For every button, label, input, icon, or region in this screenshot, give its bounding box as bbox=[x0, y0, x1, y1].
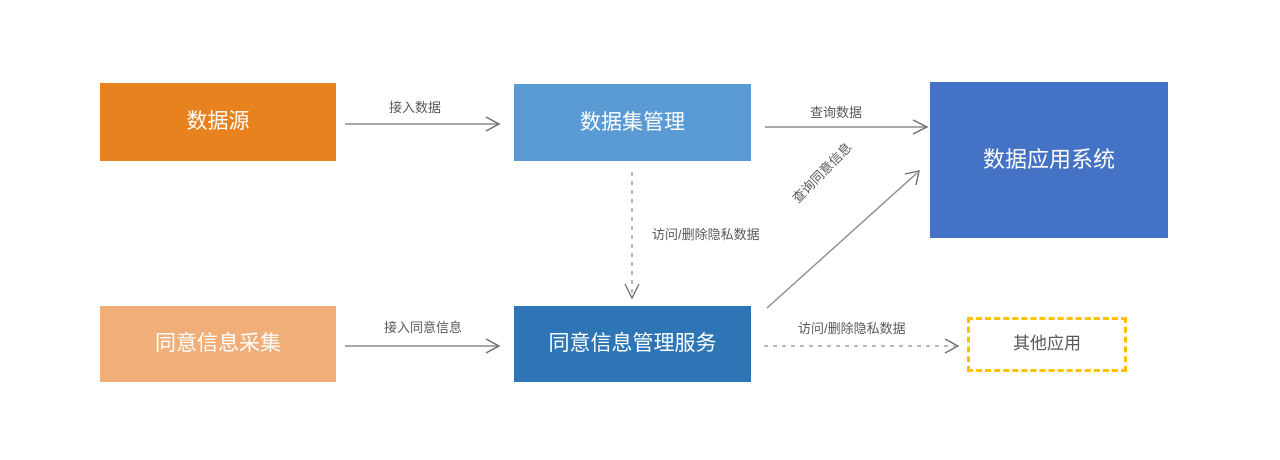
edge-label-access-delete-other: 访问/删除隐私数据 bbox=[798, 321, 906, 336]
node-datasource-label: 数据源 bbox=[186, 110, 250, 134]
node-consent-management-service-label: 同意信息管理服务 bbox=[548, 332, 717, 356]
node-consent-collection-label: 同意信息采集 bbox=[155, 332, 281, 356]
edge-label-access-delete-private: 访问/删除隐私数据 bbox=[652, 227, 760, 242]
edge-label-ingest-consent-info: 接入同意信息 bbox=[384, 320, 463, 335]
node-consent-management-service[interactable]: 同意信息管理服务 bbox=[514, 306, 751, 382]
node-dataset-management[interactable]: 数据集管理 bbox=[514, 84, 751, 161]
node-datasource[interactable]: 数据源 bbox=[100, 83, 336, 161]
edge-label-ingest-data: 接入数据 bbox=[389, 100, 442, 115]
node-data-application-system[interactable]: 数据应用系统 bbox=[930, 82, 1168, 238]
edge-ingest-consent-info bbox=[345, 338, 501, 354]
node-data-application-system-label: 数据应用系统 bbox=[982, 146, 1115, 172]
node-other-applications[interactable]: 其他应用 bbox=[967, 317, 1127, 372]
node-other-applications-label: 其他应用 bbox=[1013, 334, 1081, 354]
edge-ingest-data bbox=[345, 116, 501, 132]
edge-label-query-data: 查询数据 bbox=[810, 105, 863, 120]
node-dataset-management-label: 数据集管理 bbox=[580, 110, 685, 134]
edge-access-delete-private bbox=[624, 172, 640, 300]
edge-query-consent-info bbox=[766, 170, 920, 309]
edge-label-query-consent-info: 查询同意信息 bbox=[789, 139, 855, 206]
edge-query-data bbox=[765, 119, 929, 135]
node-consent-collection[interactable]: 同意信息采集 bbox=[100, 306, 336, 382]
edge-access-delete-other bbox=[764, 338, 960, 354]
